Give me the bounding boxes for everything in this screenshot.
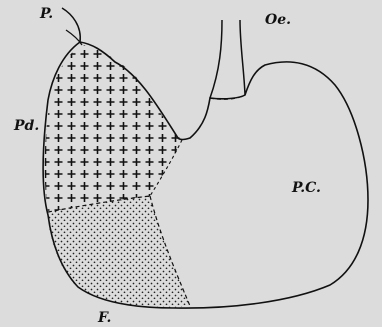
label-pyloric-division: Pd. [13, 118, 39, 134]
pylorus-tube-outer [62, 8, 80, 42]
label-pylorus: P. [39, 6, 53, 22]
stippled-region [48, 196, 190, 308]
oesophagus-right-wall [240, 20, 245, 95]
label-fundus: F. [97, 310, 111, 326]
cross-hatched-region [45, 45, 182, 212]
label-pars-cardiaca: P.C. [291, 180, 321, 196]
label-oesophagus: Oe. [265, 12, 291, 28]
oesophagus-left-wall [210, 20, 222, 98]
